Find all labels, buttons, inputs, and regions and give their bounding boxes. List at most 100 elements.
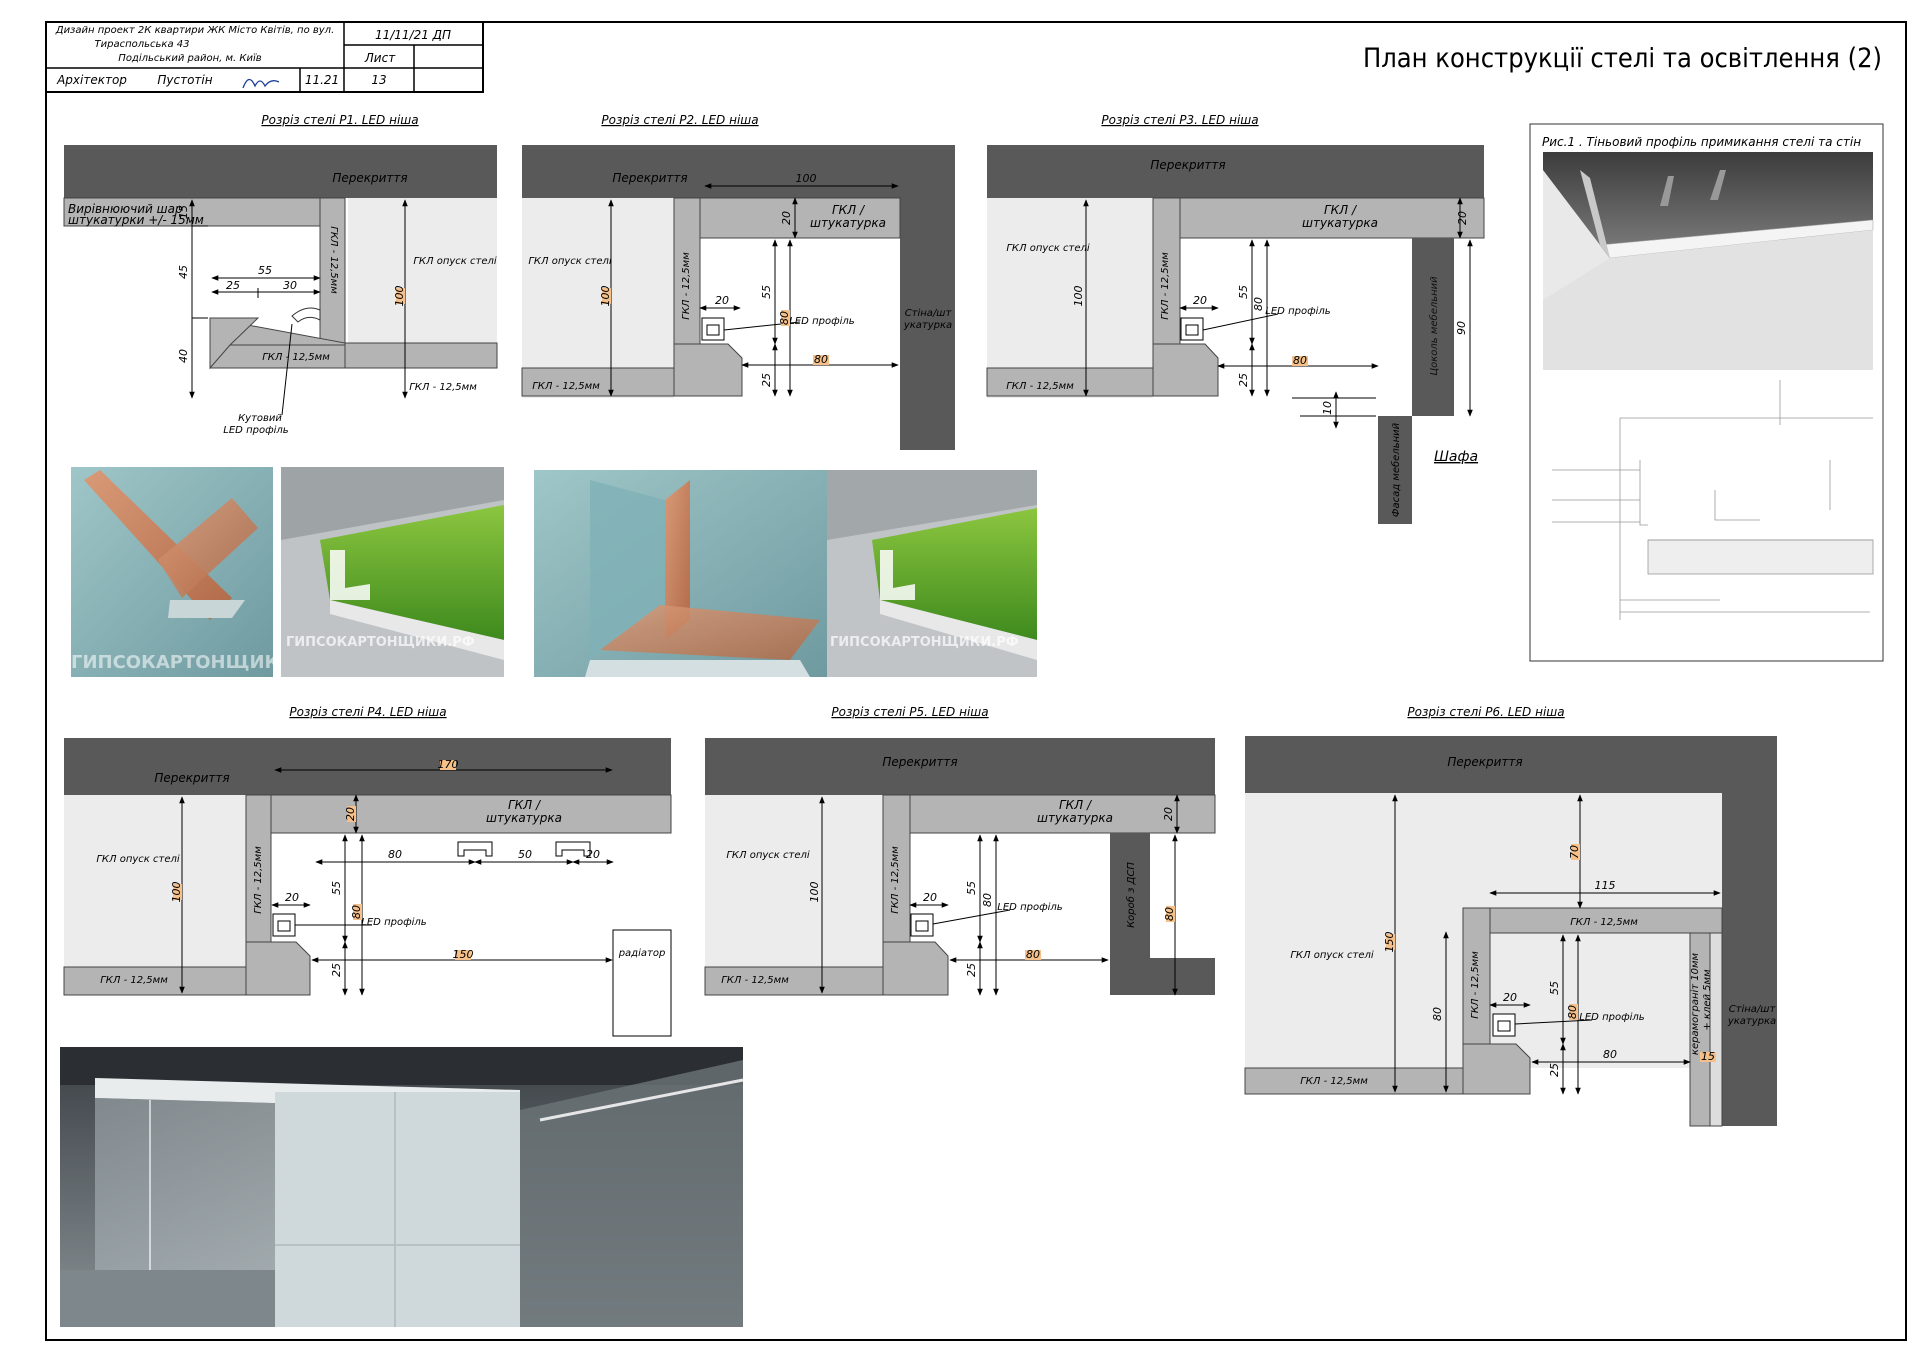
- sheet-frame: [45, 21, 1907, 1341]
- p4-dim-80: 80: [388, 848, 402, 861]
- p3-facade: [1378, 416, 1412, 524]
- section-p4: Розріз стелі Р4. LED ніша Перекриття ГКЛ…: [63, 705, 672, 1037]
- p6-wall-l2: укатурка: [1727, 1016, 1776, 1027]
- p6-slab: [1245, 736, 1722, 793]
- p5-gkl-bottom-label: ГКЛ - 12,5мм: [721, 975, 789, 986]
- p6-dim-80-h: 80: [1603, 1048, 1617, 1061]
- p6-dim-70: 70: [1568, 845, 1581, 859]
- p3-gkl-bottom-label: ГКЛ - 12,5мм: [1006, 381, 1074, 392]
- interior-render: [60, 1047, 744, 1327]
- p1-led-corner-profile-icon: [291, 307, 321, 323]
- p2-slab-label: Перекриття: [612, 171, 687, 185]
- p3-dim-80-h: 80: [1293, 354, 1307, 367]
- signature-mark: [242, 78, 280, 89]
- p2-dim-55: 55: [760, 285, 773, 299]
- photo-2: ГИПСОКАРТОНЩИКИ.РФ: [281, 467, 504, 677]
- p3-dim-20: 20: [1193, 294, 1207, 307]
- p6-dim-55: 55: [1548, 981, 1561, 995]
- sheet-number: 13: [371, 73, 386, 87]
- figure-1: Рис.1 . Тіньовий профіль примикання стел…: [1529, 123, 1884, 662]
- p2-slab: [522, 145, 905, 198]
- p2-gkl-top-l2: штукатурка: [810, 216, 886, 230]
- photo-3: [534, 470, 827, 677]
- p4-gkl-bottom-label: ГКЛ - 12,5мм: [100, 975, 168, 986]
- p4-slab: [64, 738, 671, 795]
- p1-led-l2: LED профіль: [223, 424, 288, 436]
- p4-gkl-top-l1: ГКЛ /: [508, 798, 542, 812]
- p3-dim-80: 80: [1252, 297, 1265, 311]
- p2-gkl-bottom-label: ГКЛ - 12,5мм: [532, 381, 600, 392]
- p4-gkl-top-l2: штукатурка: [486, 811, 562, 825]
- p4-dim-150: 150: [453, 948, 474, 961]
- section-p5: Розріз стелі Р5. LED ніша Перекриття ГКЛ…: [704, 705, 1216, 996]
- p4-gkl-vertical-label: ГКЛ - 12,5мм: [253, 846, 264, 914]
- p4-track-profile-icon-1: [457, 841, 493, 857]
- p2-wall-l1: Стіна/шт: [905, 307, 953, 319]
- p2-led-label: LED профіль: [789, 315, 854, 327]
- p1-dim-55: 55: [258, 264, 272, 277]
- p4-dim-170: 170: [438, 758, 459, 771]
- p6-led-profile-icon: [1492, 1013, 1516, 1037]
- p4-dim-50: 50: [518, 848, 532, 861]
- project-line1: Дизайн проект 2К квартири ЖК Місто Квіті…: [55, 24, 335, 36]
- section-p3: Розріз стелі Р3. LED ніша Перекриття ГКЛ…: [986, 113, 1485, 524]
- p3-wardrobe-label: Шафа: [1434, 449, 1478, 465]
- section-p1: Розріз стелі Р1. LED ніша Перекриття Вир…: [63, 113, 498, 436]
- p4-dim-20-top: 20: [344, 807, 357, 821]
- p1-leveling-l1: Вирівнюючий шар: [68, 202, 183, 216]
- p6-led-label: LED профіль: [1579, 1011, 1644, 1023]
- p5-drop-label: ГКЛ опуск стелі: [726, 849, 810, 861]
- p6-ceramic-l2: + клей 5мм: [1702, 969, 1713, 1031]
- p1-dim-30: 30: [283, 279, 297, 292]
- p3-facade-label: Фасад мебельний: [1390, 422, 1402, 517]
- p2-wall: [900, 145, 955, 450]
- p5-title: Розріз стелі Р5. LED ніша: [831, 705, 988, 719]
- p5-gkl-top-l2: штукатурка: [1037, 811, 1113, 825]
- p6-gkl-vertical-label: ГКЛ - 12,5мм: [1470, 951, 1481, 1019]
- p5-dim-80: 80: [981, 893, 994, 907]
- section-p6: Розріз стелі Р6. LED ніша Перекриття ГКЛ…: [1244, 705, 1777, 1127]
- watermark-2: ГИПСОКАРТОНЩИКИ.РФ: [286, 635, 475, 650]
- p5-box: [1110, 833, 1150, 958]
- p4-dim-55: 55: [330, 881, 343, 895]
- p6-dim-115: 115: [1595, 879, 1616, 892]
- p4-dim-80-v: 80: [350, 905, 363, 919]
- p1-leveling-l2: штукатурки +/- 15мм: [68, 213, 204, 227]
- project-line2: Тираспольська 43: [95, 39, 190, 50]
- p2-gkl-vertical-label: ГКЛ - 12,5мм: [681, 252, 692, 320]
- p3-gkl-top-l2: штукатурка: [1302, 216, 1378, 230]
- p4-dim-20-r: 20: [586, 848, 600, 861]
- p6-title: Розріз стелі Р6. LED ніша: [1407, 705, 1564, 719]
- photo-4: ГИПСОКАРТОНЩИКИ.РФ: [827, 470, 1037, 677]
- p5-dim-55: 55: [965, 881, 978, 895]
- p6-dim-80-v: 80: [1431, 1007, 1444, 1021]
- p5-box-label: Короб з ДСП: [1125, 862, 1137, 928]
- watermark-3: ГИПСОКАРТОНЩИКИ.РФ: [830, 635, 1019, 650]
- p3-drop-label: ГКЛ опуск стелі: [1006, 242, 1090, 254]
- sheet-title: План конструкції стелі та освітлення (2): [1363, 43, 1882, 74]
- p5-slab: [705, 738, 1215, 795]
- p3-title: Розріз стелі Р3. LED ніша: [1101, 113, 1258, 127]
- p6-dim-80: 80: [1566, 1005, 1579, 1019]
- p1-drop-label: ГКЛ опуск стелі: [413, 255, 497, 267]
- p6-dim-150: 150: [1383, 932, 1396, 953]
- p6-dim-20: 20: [1503, 991, 1517, 1004]
- p2-title: Розріз стелі Р2. LED ніша: [601, 113, 758, 127]
- p1-room: [348, 198, 497, 368]
- p1-led-l1: Кутовий: [238, 413, 282, 424]
- p5-dim-20: 20: [923, 891, 937, 904]
- section-p2: Розріз стелі Р2. LED ніша Перекриття ГКЛ…: [521, 113, 955, 450]
- photo-1: ГИПСОКАРТОНЩИКИ: [71, 467, 294, 677]
- p6-gkl-top-label: ГКЛ - 12,5мм: [1570, 917, 1638, 928]
- p1-gkl-vertical-label: ГКЛ - 12,5мм: [328, 226, 339, 294]
- p1-slab: [64, 145, 497, 198]
- p3-plinth-label: Цоколь мебельний: [1428, 276, 1440, 376]
- p2-dim-25: 25: [760, 373, 773, 387]
- watermark-1: ГИПСОКАРТОНЩИКИ: [71, 652, 294, 673]
- p6-dim-25: 25: [1548, 1063, 1561, 1077]
- p1-dim-100: 100: [393, 286, 406, 307]
- district: Подільський район, м. Київ: [118, 52, 261, 64]
- p3-dim-55: 55: [1237, 285, 1250, 299]
- p5-dim-80-h: 80: [1026, 948, 1040, 961]
